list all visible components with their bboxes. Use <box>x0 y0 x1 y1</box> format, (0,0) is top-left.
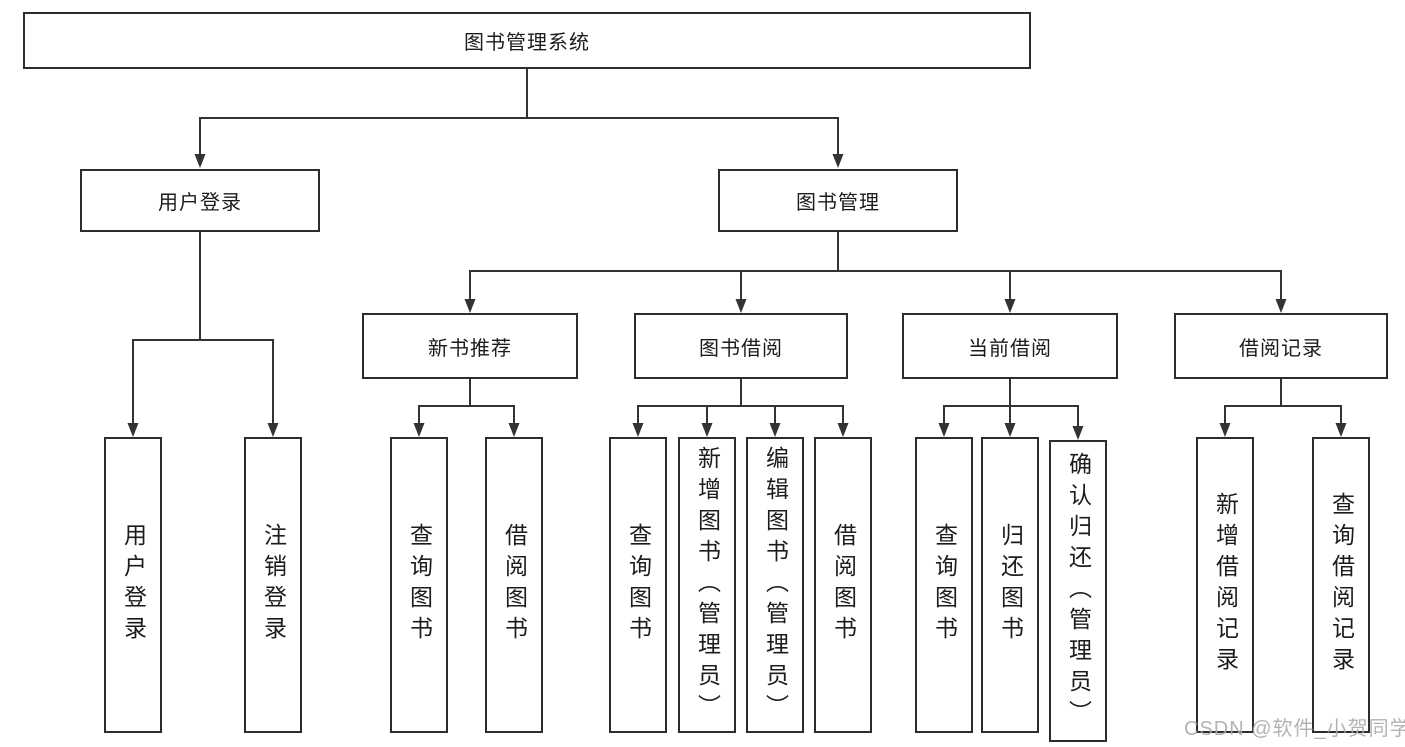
node-borrowing-records-label: 借阅记录 <box>1239 337 1323 360</box>
leaf-edit-books-admin: 编辑图书（管理员） <box>746 437 804 733</box>
leaf-user-login: 用户登录 <box>104 437 162 733</box>
leaf-query-books-current: 查询图书 <box>915 437 973 733</box>
node-user-login: 用户登录 <box>80 169 320 232</box>
node-user-login-label: 用户登录 <box>158 192 242 214</box>
node-book-borrowing: 图书借阅 <box>634 313 848 379</box>
node-current-borrowing-label: 当前借阅 <box>968 337 1052 360</box>
leaf-borrow-books-label: 借阅图书 <box>830 523 857 647</box>
leaf-add-borrow-record-label: 新增借阅记录 <box>1212 492 1239 678</box>
node-new-book-recommendation-label: 新书推荐 <box>428 337 512 360</box>
leaf-add-books-admin-label: 新增图书（管理员） <box>694 445 721 725</box>
node-current-borrowing: 当前借阅 <box>902 313 1118 379</box>
leaf-confirm-return-admin: 确认归还（管理员） <box>1049 440 1107 742</box>
leaf-borrow-books-recommend-label: 借阅图书 <box>501 523 528 647</box>
leaf-add-books-admin: 新增图书（管理员） <box>678 437 736 733</box>
leaf-query-borrow-record: 查询借阅记录 <box>1312 437 1370 733</box>
leaf-query-borrow-record-label: 查询借阅记录 <box>1328 492 1355 678</box>
node-book-borrowing-label: 图书借阅 <box>699 337 783 360</box>
leaf-logout-label: 注销登录 <box>260 523 287 647</box>
leaf-user-login-label: 用户登录 <box>120 523 147 647</box>
leaf-edit-books-admin-label: 编辑图书（管理员） <box>762 445 789 725</box>
leaf-return-books-label: 归还图书 <box>997 523 1024 647</box>
node-book-management: 图书管理 <box>718 169 958 232</box>
leaf-query-books-recommend-label: 查询图书 <box>406 523 433 647</box>
leaf-query-books-borrowing: 查询图书 <box>609 437 667 733</box>
node-library-management-system: 图书管理系统 <box>23 12 1031 69</box>
leaf-borrow-books-recommend: 借阅图书 <box>485 437 543 733</box>
csdn-watermark: CSDN @软件_小贺同学 <box>1184 718 1405 740</box>
leaf-add-borrow-record: 新增借阅记录 <box>1196 437 1254 733</box>
leaf-query-books-recommend: 查询图书 <box>390 437 448 733</box>
node-new-book-recommendation: 新书推荐 <box>362 313 578 379</box>
node-book-management-label: 图书管理 <box>796 192 880 214</box>
leaf-query-books-current-label: 查询图书 <box>931 523 958 647</box>
leaf-confirm-return-admin-label: 确认归还（管理员） <box>1065 451 1092 731</box>
leaf-borrow-books: 借阅图书 <box>814 437 872 733</box>
node-borrowing-records: 借阅记录 <box>1174 313 1388 379</box>
node-library-management-system-label: 图书管理系统 <box>464 32 590 54</box>
leaf-logout: 注销登录 <box>244 437 302 733</box>
arrowheads <box>127 154 1347 440</box>
leaf-return-books: 归还图书 <box>981 437 1039 733</box>
leaf-query-books-borrowing-label: 查询图书 <box>625 523 652 647</box>
